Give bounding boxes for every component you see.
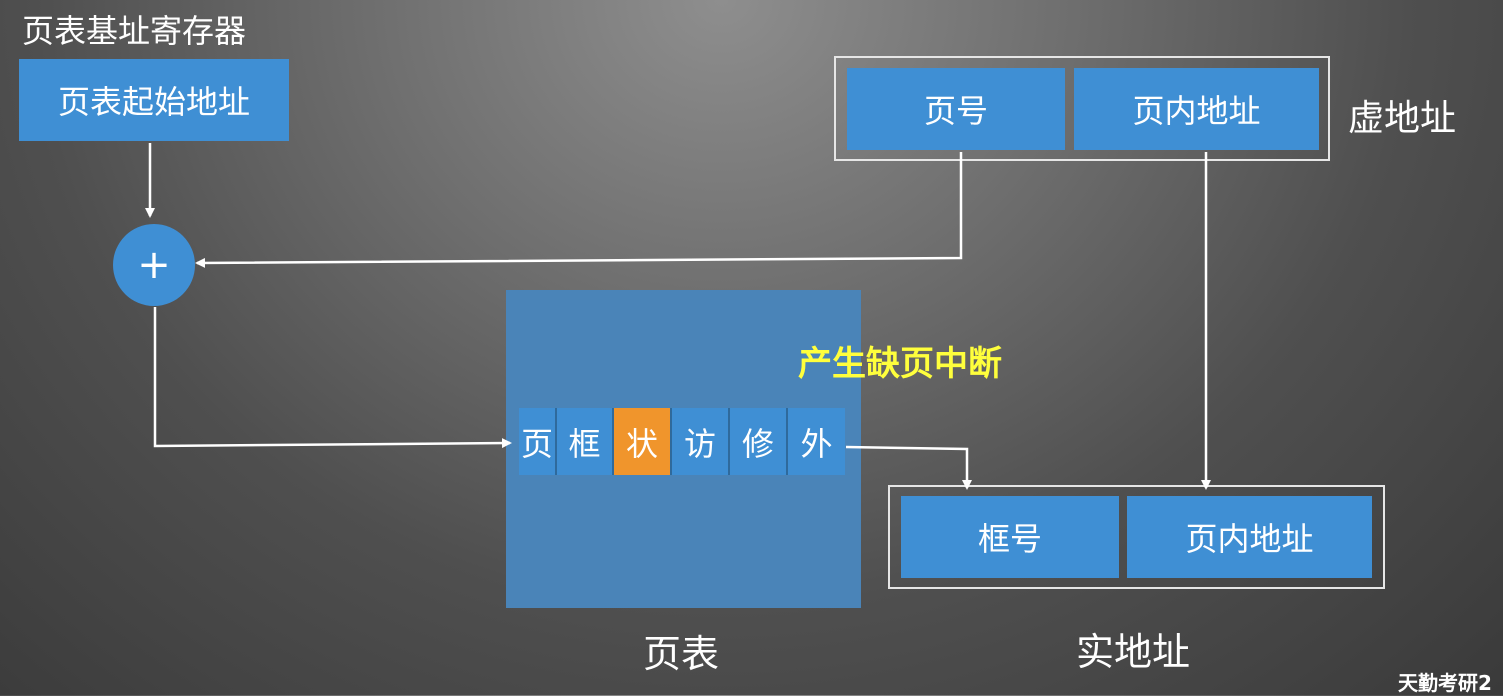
entry-field-modify-text: 修 (741, 424, 774, 463)
entry-field-modify: 修 (730, 408, 788, 475)
physical-frame-number-box: 框号 (901, 496, 1119, 578)
entry-field-page: 页 (519, 408, 557, 475)
virtual-page-number-text: 页号 (923, 92, 988, 130)
arrow-page-number-to-adder (195, 152, 963, 268)
adder-circle: + (113, 224, 195, 306)
virtual-page-number-box: 页号 (847, 68, 1065, 150)
page-fault-interrupt-text: 产生缺页中断 (798, 344, 1002, 384)
entry-field-access: 访 (672, 408, 730, 475)
page-table-base-register-label: 页表基址寄存器 (22, 12, 247, 50)
virtual-page-offset-text: 页内地址 (1132, 92, 1261, 130)
physical-page-offset-text: 页内地址 (1185, 520, 1314, 558)
entry-field-external: 外 (788, 408, 845, 475)
physical-page-offset-box: 页内地址 (1127, 496, 1372, 578)
entry-field-status: 状 (614, 408, 672, 475)
physical-address-label: 实地址 (1076, 630, 1191, 674)
entry-field-access-text: 访 (683, 424, 716, 463)
virtual-address-frame (834, 56, 1330, 161)
virtual-page-offset-box: 页内地址 (1074, 68, 1319, 150)
physical-frame-number-text: 框号 (977, 520, 1042, 558)
entry-field-status-text: 状 (625, 424, 658, 463)
page-table-label: 页表 (643, 632, 720, 676)
arrow-adder-to-entry (153, 307, 512, 449)
page-table-start-address-text: 页表起始地址 (57, 83, 250, 121)
entry-field-frame: 框 (557, 408, 614, 475)
plus-icon: + (137, 242, 171, 288)
virtual-address-label: 虚地址 (1348, 98, 1457, 139)
arrow-entry-to-frame-number (845, 445, 972, 490)
physical-address-frame (888, 485, 1385, 589)
page-table-start-address-box: 页表起始地址 (19, 59, 289, 141)
entry-field-frame-text: 框 (568, 424, 601, 463)
watermark-text: 天勤考研2 (1398, 671, 1492, 695)
entry-field-page-text: 页 (520, 424, 553, 463)
entry-field-external-text: 外 (800, 424, 833, 463)
